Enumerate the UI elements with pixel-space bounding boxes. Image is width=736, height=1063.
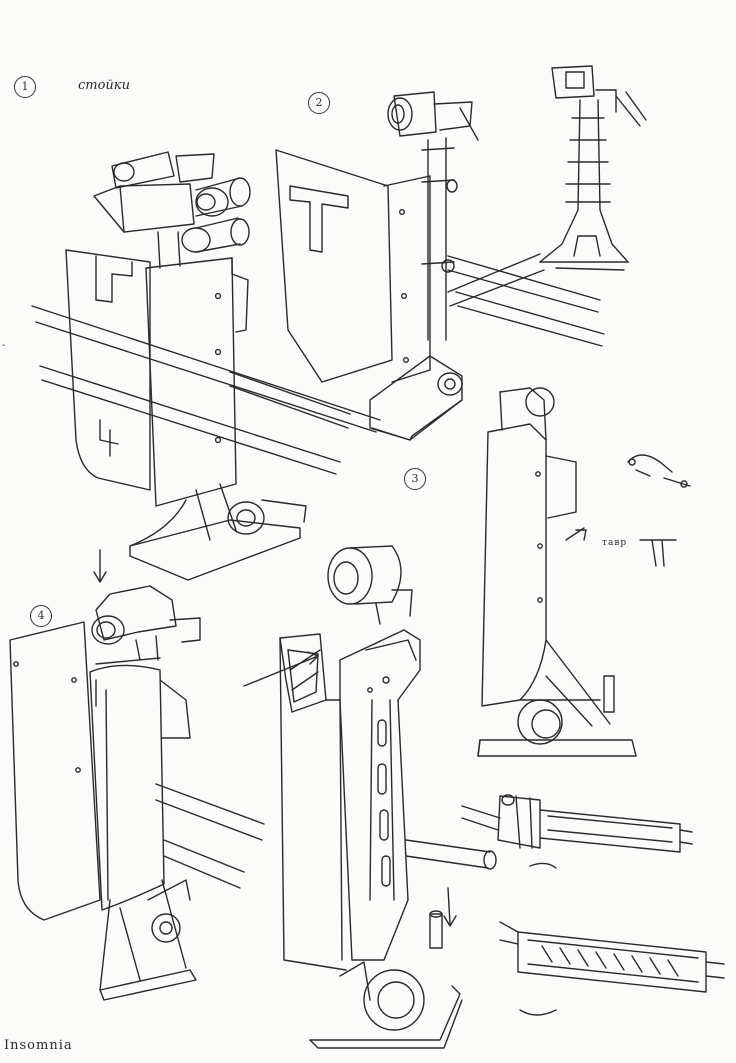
sketch-small-post <box>447 65 647 307</box>
sketch-details <box>461 794 725 1016</box>
side-mark: - <box>2 340 6 351</box>
section-number-1: 1 <box>14 76 36 98</box>
header-label: стойки <box>78 78 130 93</box>
callout-label: тавр <box>602 538 628 548</box>
artist-signature: Insomnia <box>4 1038 73 1053</box>
sketch-4-post <box>9 585 265 1001</box>
sketch-1-post <box>31 151 381 581</box>
sketch-2-post <box>275 91 605 441</box>
direction-arrows <box>93 549 457 927</box>
section-number-2: 2 <box>308 92 330 114</box>
sketch-3-post <box>477 387 691 757</box>
section-number-4: 4 <box>30 605 52 627</box>
sketch-5-post <box>279 545 497 1049</box>
section-number-3: 3 <box>404 468 426 490</box>
